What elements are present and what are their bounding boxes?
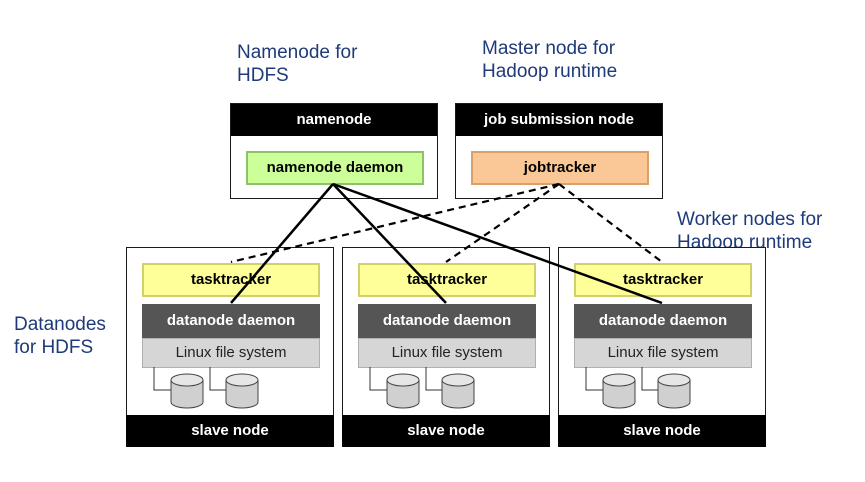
link-namenode-datanode-1 <box>230 183 334 304</box>
jobtracker: jobtracker <box>471 151 649 185</box>
disks-slave-3 <box>585 367 691 409</box>
slave-node-1: tasktracker datanode daemon Linux file s… <box>126 247 334 447</box>
link-jobtracker-tasktracker-3 <box>558 183 663 263</box>
linux-fs-2: Linux file system <box>358 338 536 368</box>
datanode-daemon-3: datanode daemon <box>574 304 752 338</box>
caption-datanodes: Datanodes for HDFS <box>14 314 106 358</box>
job-submission-box: job submission node jobtracker <box>455 103 663 199</box>
link-namenode-datanode-3 <box>332 182 663 305</box>
slave-node-footer-1: slave node <box>126 415 334 447</box>
disks-slave-2 <box>369 367 475 409</box>
tasktracker-3: tasktracker <box>574 263 752 297</box>
linux-fs-3: Linux file system <box>574 338 752 368</box>
datanode-daemon-2: datanode daemon <box>358 304 536 338</box>
link-namenode-datanode-2 <box>332 183 447 304</box>
slave-node-footer-2: slave node <box>342 415 550 447</box>
slave-node-footer-3: slave node <box>558 415 766 447</box>
disk-icon <box>602 373 636 409</box>
linux-fs-1: Linux file system <box>142 338 320 368</box>
disk-icon <box>657 373 691 409</box>
namenode-title: namenode <box>231 104 437 136</box>
disk-icon <box>386 373 420 409</box>
caption-namenode: Namenode for HDFS <box>237 42 358 86</box>
tasktracker-1: tasktracker <box>142 263 320 297</box>
disk-icon <box>225 373 259 409</box>
link-jobtracker-tasktracker-1 <box>230 182 560 264</box>
namenode-daemon: namenode daemon <box>246 151 424 185</box>
slave-node-3: tasktracker datanode daemon Linux file s… <box>558 247 766 447</box>
namenode-box: namenode namenode daemon <box>230 103 438 199</box>
job-submission-title: job submission node <box>456 104 662 136</box>
datanode-daemon-1: datanode daemon <box>142 304 320 338</box>
disks-slave-1 <box>153 367 259 409</box>
slave-node-2: tasktracker datanode daemon Linux file s… <box>342 247 550 447</box>
disk-icon <box>170 373 204 409</box>
link-jobtracker-tasktracker-2 <box>445 183 560 263</box>
disk-icon <box>441 373 475 409</box>
caption-master: Master node for Hadoop runtime <box>482 38 618 82</box>
